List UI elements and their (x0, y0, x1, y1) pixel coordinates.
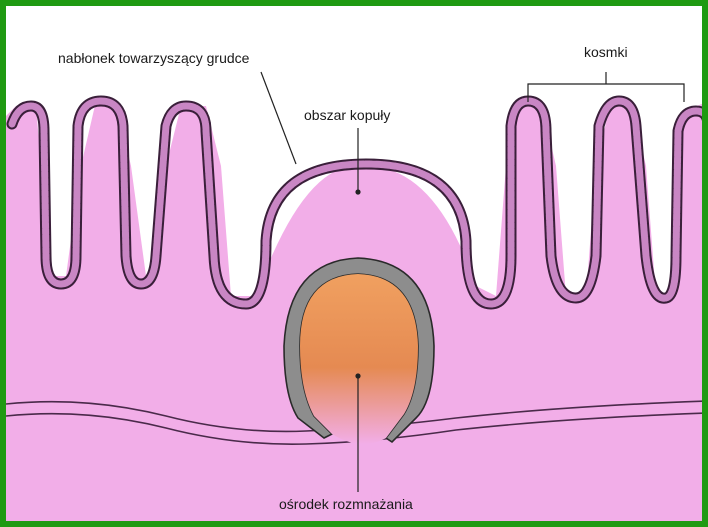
label-epithelium: nabłonek towarzyszący grudce (58, 50, 249, 66)
label-villi: kosmki (584, 44, 628, 60)
marker-germinal-center (355, 373, 360, 378)
label-dome: obszar kopuły (304, 107, 390, 123)
germinal-center (300, 274, 418, 444)
marker-dome (355, 189, 360, 194)
label-germinal-center: ośrodek rozmnażania (279, 496, 413, 512)
leader-epithelium (261, 72, 296, 164)
villi-bracket (528, 72, 684, 102)
peyer-patch-diagram (6, 6, 708, 527)
